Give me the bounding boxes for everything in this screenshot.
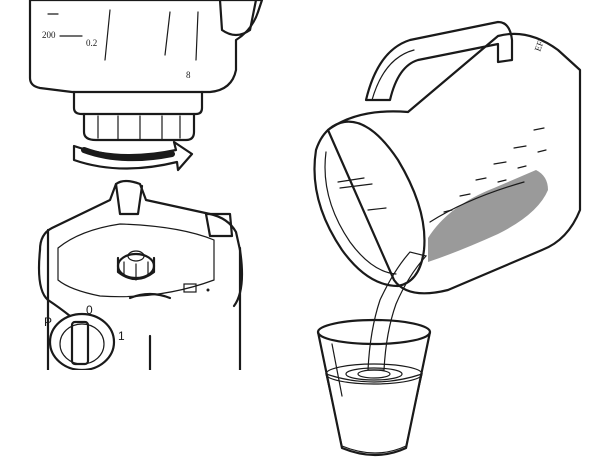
svg-text:8: 8: [186, 70, 191, 80]
pour-stream: [367, 251, 428, 371]
blender-assembly-illustration: 200 0.2 8: [0, 0, 300, 370]
rotation-arrow-icon: [72, 140, 194, 172]
dial-speed-label: 1: [118, 329, 125, 343]
drinking-glass: [316, 318, 432, 457]
dial-pulse-label: P: [44, 315, 52, 329]
blender-motor-base: 0 1 P: [37, 179, 244, 370]
dial-off-label: 0: [86, 303, 93, 317]
pitcher: EF: [313, 20, 582, 295]
drive-coupling: [116, 250, 156, 281]
jar-liter-label: 0.2: [86, 38, 97, 48]
blender-assembly-drawing: 200 0.2 8: [28, 0, 264, 370]
pitcher-mark: EF: [532, 39, 545, 52]
jar-ml-label: 200: [42, 30, 56, 40]
speed-dial: 0 1 P: [44, 303, 125, 370]
pouring-drawing: EF: [313, 20, 582, 457]
blender-jar: 200 0.2 8: [28, 0, 264, 142]
pouring-illustration: EF: [298, 0, 601, 462]
